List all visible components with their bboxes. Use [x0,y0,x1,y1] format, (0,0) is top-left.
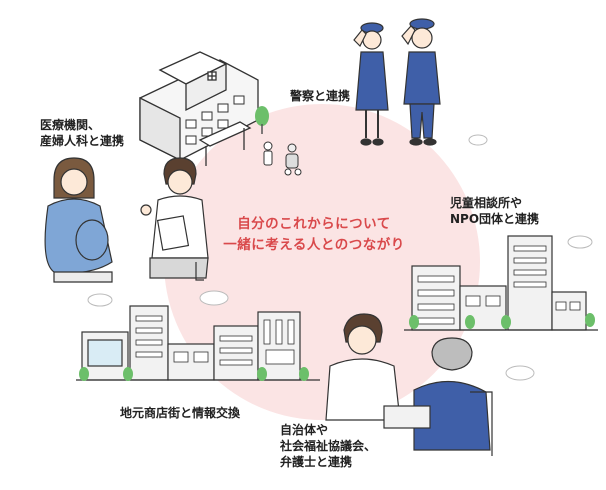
label-local-line1: 自治体や [280,423,329,437]
label-shopping-street: 地元商店街と情報交換 [120,406,241,420]
label-child-npo: 児童相談所や NPO団体と連携 [450,195,539,227]
doctor-figure [140,157,209,281]
cloud-icon [87,134,593,381]
label-child-npo-line2: NPO団体と連携 [450,212,540,226]
pregnant-woman [44,157,113,283]
label-local-line3: 弁護士と連携 [280,455,353,469]
tree-icon [409,313,595,329]
tree-icon [79,367,309,381]
label-medical: 医療機関、 産婦人科と連携 [40,117,124,149]
label-police: 警察と連携 [290,89,351,103]
family-figure [263,141,302,176]
police-officers [353,18,441,146]
tree-icon [255,106,269,134]
label-medical-line2: 産婦人科と連携 [40,134,125,148]
shopping-street-buildings [76,305,320,381]
label-child-npo-line1: 児童相談所や [450,196,523,210]
consultation-figures [325,313,493,456]
hospital-building [139,51,259,166]
center-message-line2: 一緒に考える人とのつながり [223,237,405,253]
label-local-line2: 社会福祉協議会、 [280,439,377,453]
center-message: 自分のこれからについて 一緒に考える人とのつながり [214,214,414,256]
label-local-government: 自治体や 社会福祉協議会、 弁護士と連携 [280,422,376,470]
label-medical-line1: 医療機関、 [40,118,101,132]
center-message-line1: 自分のこれからについて [237,216,391,232]
